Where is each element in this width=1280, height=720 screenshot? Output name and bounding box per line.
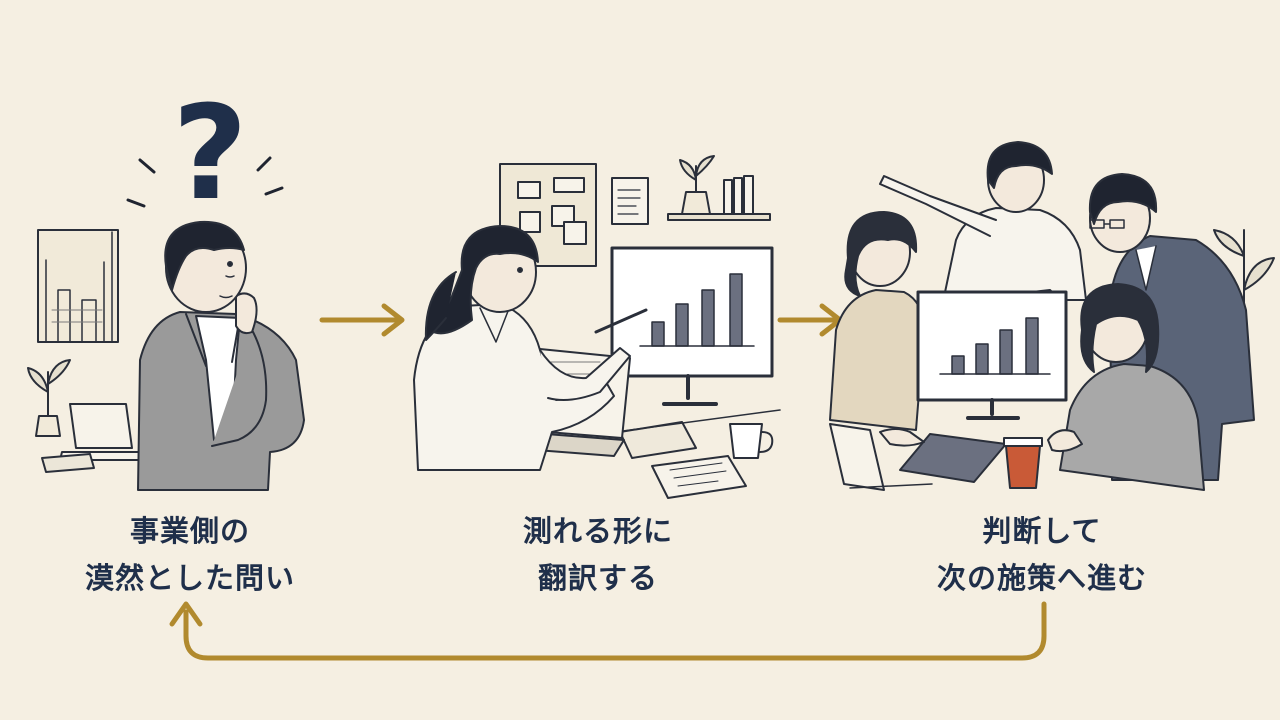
arm [539,347,631,401]
bar-chart-icon [651,273,743,347]
laptop [829,423,885,491]
shelf [667,155,771,221]
emphasis-marks [126,156,284,208]
loop-arrow-icon [169,601,1047,661]
tablet [41,453,95,473]
monitor [916,290,1068,420]
hair-3b [986,141,1053,189]
hand [879,428,925,447]
window-skyline [37,229,119,343]
monitor [610,246,774,406]
glasses [1089,219,1125,229]
step-1-caption: 事業側の 漠然とした問い [10,508,370,602]
coffee-cup-icon [729,423,774,459]
wall-board [499,163,597,267]
person-center-body [939,207,1087,317]
plant-icon [679,155,715,193]
step-2-caption: 測れる形に 翻訳する [418,508,778,602]
step-2-line-1: 測れる形に [522,514,673,548]
scene-decide-next-action [829,141,1275,491]
question-mark-icon: ? [172,77,247,229]
document [611,177,649,225]
step-1-line-1: 事業側の [129,514,250,548]
hair-1 [164,220,245,291]
hand [235,292,258,335]
pen [594,308,648,334]
pointing-arm [879,175,997,237]
laptop [59,403,149,461]
step-3-line-2: 次の施策へ進む [936,561,1147,595]
notebook [651,455,747,499]
hand [1047,429,1083,453]
step-1-line-2: 漠然とした問い [84,561,295,595]
step-2-line-2: 翻訳する [537,561,658,595]
person-left-body [829,289,925,431]
plant-icon [1213,229,1275,361]
bar-chart-icon [951,317,1039,375]
arrow-right-icon [777,303,843,337]
step-3-caption: 判断して 次の施策へ進む [862,508,1222,602]
tablet [619,421,697,459]
hair-3c [1088,173,1158,225]
step-3-line-1: 判断して [982,514,1102,548]
arm [211,329,268,447]
hair-3d [1080,283,1160,373]
plant-icon [27,359,71,437]
arrow-right-icon [319,303,405,337]
scene-translate-to-metrics [413,155,781,499]
ponytail [424,271,457,341]
hair-3a [844,211,918,297]
scene-vague-question: ? [27,77,305,491]
coffee-cup-icon [1003,437,1043,489]
